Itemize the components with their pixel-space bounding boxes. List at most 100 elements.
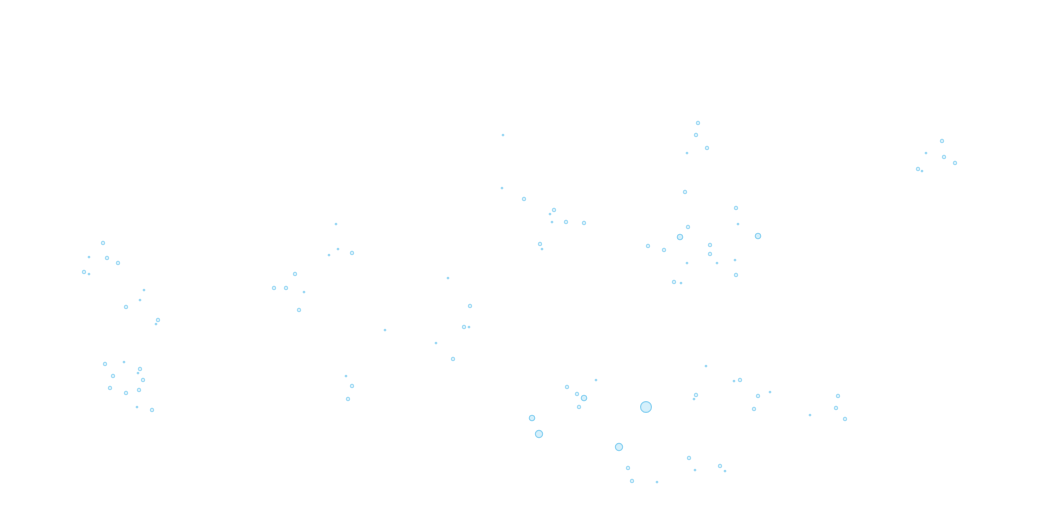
island-shape [645,243,651,249]
island-shape [661,247,667,253]
island-shape [733,258,737,262]
island-shape [551,207,557,213]
island-shape [467,303,473,309]
island-shape [671,279,677,285]
island-shape [138,298,142,302]
island-shape [835,393,841,399]
island-shape [110,373,116,379]
island-shape [695,120,701,126]
island-shape [283,285,289,291]
island-shape [581,220,587,226]
island-shape [952,160,958,166]
island-shape [136,387,142,393]
island-shape [580,394,588,402]
island-shape [707,242,713,248]
island-shape [550,220,554,224]
island-shape [122,360,126,364]
island-shape [534,429,544,439]
island-shape [115,260,121,266]
island-shape [500,186,504,190]
island-shape [655,480,659,484]
island-shape [629,478,635,484]
island-shape [679,281,683,285]
island-shape [467,325,471,329]
island-shape [920,169,924,173]
island-shape [733,272,739,278]
island-shape [685,224,691,230]
island-shape [685,261,689,265]
island-shape [548,212,552,216]
island-shape [682,189,688,195]
island-shape [149,407,155,413]
island-shape [704,145,710,151]
island-shape [501,133,505,137]
island-shape [574,391,580,397]
island-shape [939,138,945,144]
island-shape [100,240,106,246]
island-shape [327,253,331,257]
island-shape [446,276,450,280]
island-shape [751,406,757,412]
island-shape [692,397,696,401]
island-shape [639,401,652,414]
island-shape [941,154,947,160]
island-shape [614,442,624,452]
island-shape [576,404,582,410]
island-shape [383,328,387,332]
island-shape [271,285,277,291]
island-shape [737,377,743,383]
island-shape [833,405,839,411]
island-shape [685,151,689,155]
island-shape [693,132,699,138]
island-shape [717,463,723,469]
island-shape [123,390,129,396]
island-shape [564,384,570,390]
island-shape [349,383,355,389]
island-shape [154,322,158,326]
island-shape [334,222,338,226]
island-shape [723,469,727,473]
island-shape [135,405,139,409]
island-shape [924,151,928,155]
island-shape [537,241,543,247]
island-shape [686,455,692,461]
island-shape [302,290,306,294]
island-shape [540,247,544,251]
island-shape [842,416,848,422]
island-shape [461,324,467,330]
island-shape [676,233,684,241]
island-shape [521,196,527,202]
island-shape [104,255,110,261]
island-shape [528,414,536,422]
island-shape [625,465,631,471]
island-shape [915,166,921,172]
island-shape [292,271,298,277]
island-shape [336,247,340,251]
island-shape [563,219,569,225]
island-shape [594,378,598,382]
island-shape [434,341,438,345]
island-shape [140,377,146,383]
island-shape [102,361,108,367]
island-shape [123,304,129,310]
island-shape [755,393,761,399]
island-shape [136,371,140,375]
island-shape [733,205,739,211]
island-shape [107,385,113,391]
island-shape [155,317,161,323]
island-shape [81,269,87,275]
island-shape [344,374,348,378]
island-shape [732,379,736,383]
island-shape [142,288,146,292]
island-shape [808,413,812,417]
island-shape [704,364,708,368]
island-shape [87,255,91,259]
island-shape [707,251,713,257]
island-shape [345,396,351,402]
island-shape [87,272,91,276]
island-shape [754,232,762,240]
island-shape [693,392,699,398]
island-shape [768,390,772,394]
island-shape [715,261,719,265]
